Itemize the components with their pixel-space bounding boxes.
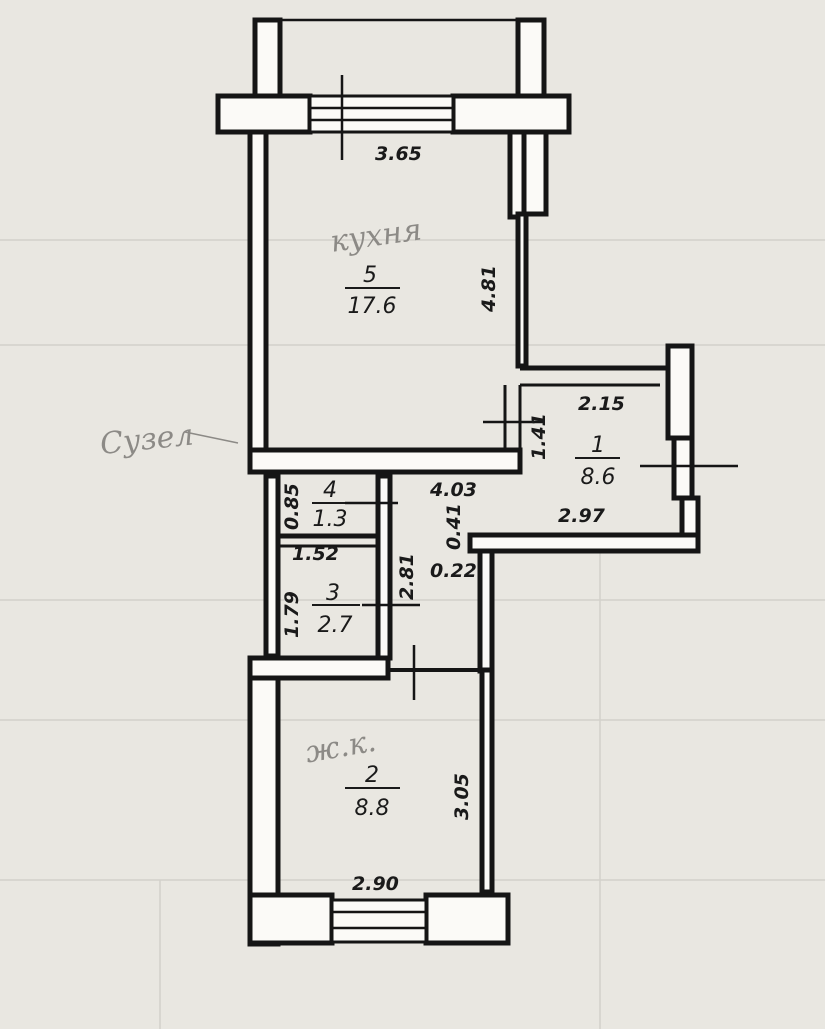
dim-room1-depth: 1.41	[528, 413, 550, 460]
dim-hall-width: 4.03	[429, 479, 477, 501]
dim-corridor-length: 2.81	[396, 553, 418, 600]
background-form-lines	[0, 239, 825, 1029]
dim-hall-depth: 0.41	[443, 503, 465, 550]
walls	[215, 17, 738, 947]
dim-bath-width: 1.52	[292, 543, 339, 565]
dim-bedroom-length: 3.05	[451, 773, 473, 820]
pencil-note: Сузел	[98, 417, 195, 462]
room-2-area: 8.8	[355, 796, 390, 821]
dim-kitchen-width: 3.65	[375, 143, 422, 165]
dim-room1-width: 2.15	[578, 393, 625, 415]
room-1-number: 1	[591, 433, 605, 458]
dim-room1-bottom: 2.97	[558, 505, 606, 527]
dimensions: 3.65 4.81 2.15 1.41 2.97 4.03 0.41 0.22 …	[281, 143, 625, 895]
dim-kitchen-length: 4.81	[478, 265, 500, 313]
room-3-number: 3	[326, 581, 340, 606]
dim-bath-length: 1.79	[281, 591, 303, 638]
room-5-area: 17.6	[348, 294, 397, 319]
kitchen-name: кухня	[328, 212, 424, 259]
pencil-annotation: Сузел	[98, 417, 239, 462]
room-1-area: 8.6	[581, 465, 616, 490]
room-4-area: 1.3	[313, 507, 348, 532]
room-2-number: 2	[365, 763, 379, 788]
dim-wc-length: 0.85	[281, 483, 303, 530]
room-3-area: 2.7	[318, 613, 353, 638]
room-5-number: 5	[363, 263, 377, 288]
dim-bedroom-width: 2.90	[352, 873, 399, 895]
dim-hall-offset: 0.22	[430, 560, 477, 582]
room-4-number: 4	[323, 478, 337, 503]
